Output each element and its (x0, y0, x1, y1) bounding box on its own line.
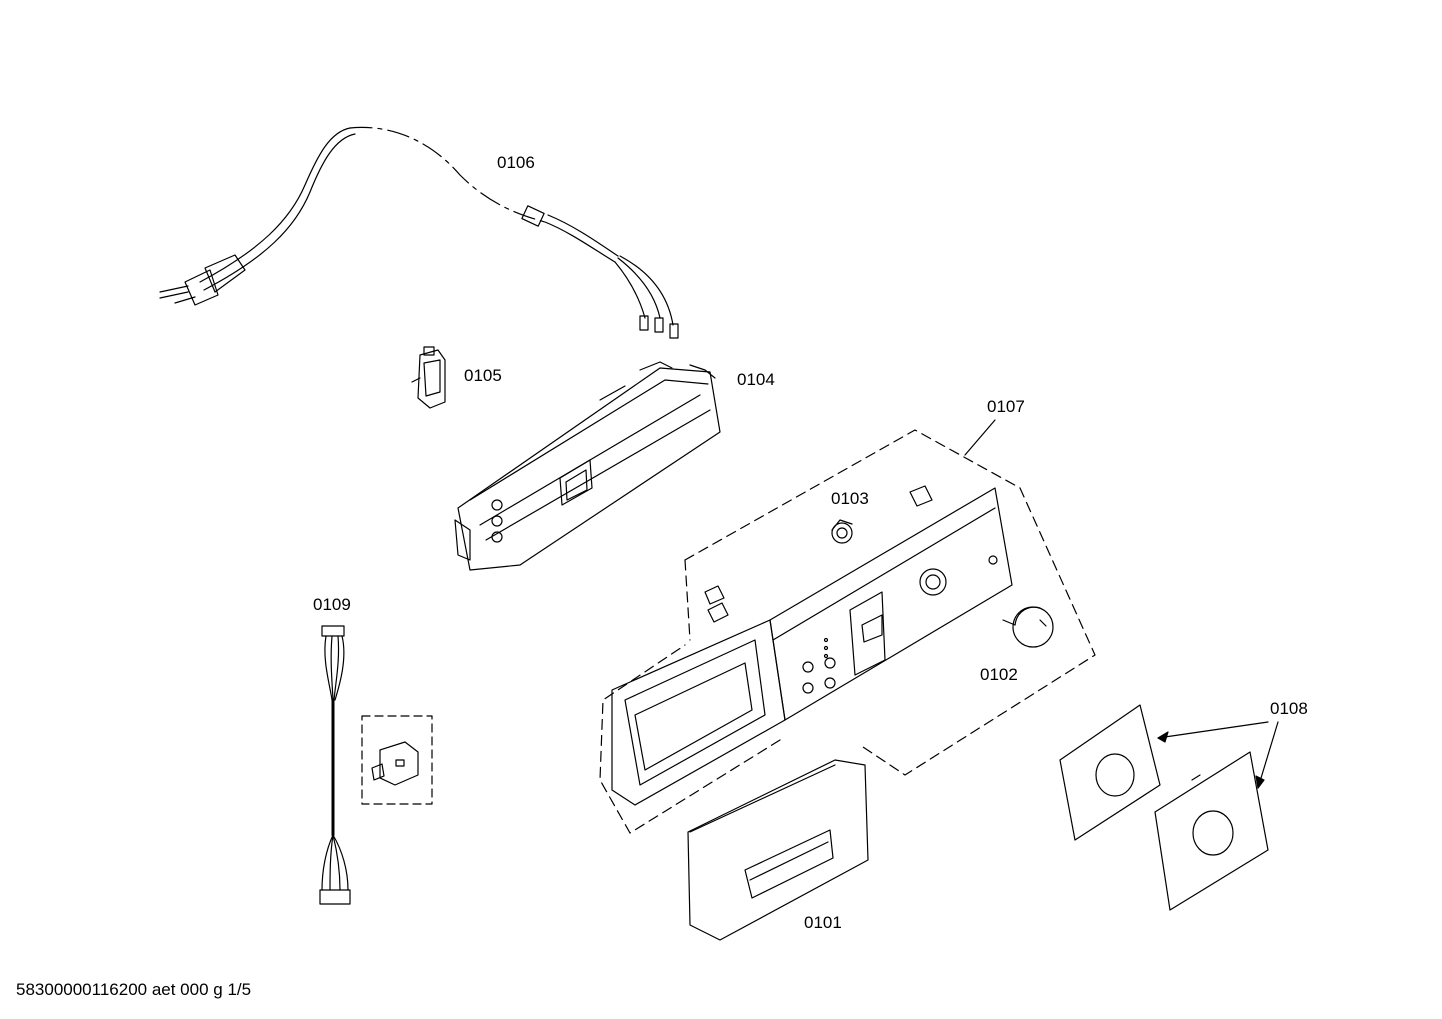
document-code: 58300000116200 aet 000 g 1/5 (16, 980, 252, 999)
part-lens (831, 519, 853, 544)
part-fascia-panel (599, 429, 1096, 834)
part-connector-optional (361, 715, 433, 805)
label-0106: 0106 (497, 153, 535, 172)
leader-0108-a (1157, 721, 1269, 739)
label-0108: 0108 (1270, 699, 1308, 718)
label-0109: 0109 (313, 595, 351, 614)
part-control-module (454, 361, 721, 571)
label-0101: 0101 (804, 913, 842, 932)
part-cover-plates (1059, 704, 1269, 911)
part-selector-knob (1002, 606, 1054, 648)
part-switch (411, 346, 446, 409)
part-drawer-handle (687, 759, 869, 941)
leader-0107 (964, 419, 996, 456)
label-0105: 0105 (464, 366, 502, 385)
part-power-cord (159, 126, 679, 339)
leader-0108-b (1257, 721, 1279, 789)
part-wire-harness (319, 625, 351, 905)
label-0107: 0107 (987, 397, 1025, 416)
label-0104: 0104 (737, 370, 775, 389)
label-0102: 0102 (980, 665, 1018, 684)
label-0103: 0103 (831, 489, 869, 508)
